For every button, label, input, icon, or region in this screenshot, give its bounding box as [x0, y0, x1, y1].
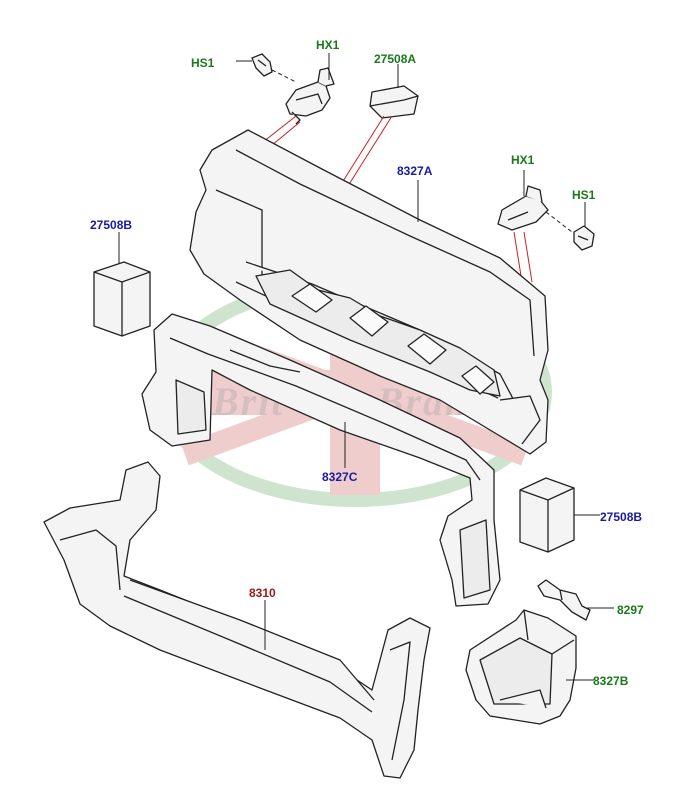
frame-8327a — [189, 129, 549, 455]
label-hs1-top: HS1 — [191, 56, 215, 70]
block-27508b-right — [519, 477, 575, 553]
label-8327b: 8327B — [593, 674, 629, 688]
bracket-8297 — [537, 579, 591, 621]
label-27508b-right: 27508B — [600, 510, 643, 524]
label-hs1-right: HS1 — [572, 188, 596, 202]
frame-8327c — [141, 313, 501, 607]
label-8327a: 8327A — [397, 164, 433, 178]
beam-8310 — [43, 461, 431, 779]
pad-27508a — [369, 85, 419, 119]
label-hx1-right: HX1 — [511, 153, 535, 167]
label-hx1-top: HX1 — [316, 38, 340, 52]
block-27508b-left — [93, 261, 151, 337]
label-27508b-left: 27508B — [90, 218, 133, 232]
label-8327c: 8327C — [322, 470, 358, 484]
hs1-bolt-top — [251, 53, 273, 77]
label-27508a: 27508A — [374, 52, 417, 66]
label-8297: 8297 — [617, 603, 644, 617]
duct-8327b — [465, 609, 577, 725]
hx1-bracket-right — [497, 185, 549, 231]
label-8310: 8310 — [249, 586, 276, 600]
hx1-bracket-top — [285, 67, 335, 125]
hs1-bolt-right — [573, 225, 595, 251]
